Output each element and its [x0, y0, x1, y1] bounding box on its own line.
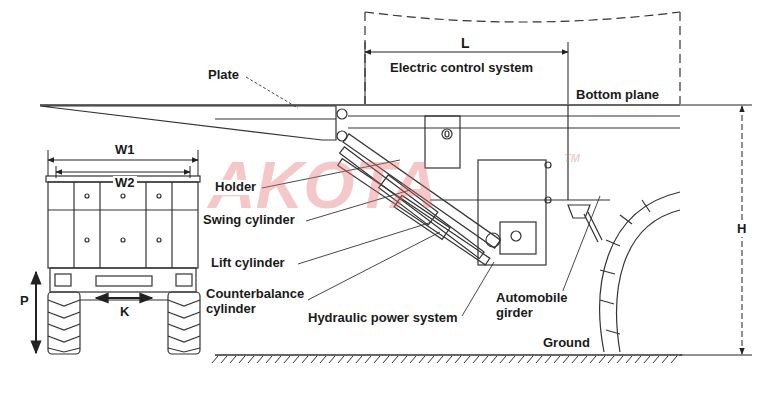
- truck-rear-view-part: [176, 274, 192, 286]
- truck-side-view-part: [348, 127, 680, 128]
- ground-line: [212, 355, 682, 363]
- part-name: Holder: [213, 180, 258, 195]
- truck-side-view-part: [478, 160, 546, 265]
- leader-lines-part: [246, 77, 298, 108]
- part-name: Hydraulic power system: [306, 311, 460, 326]
- truck-side-view: [40, 12, 680, 352]
- truck-side-view-part: [348, 115, 680, 116]
- truck-side-view-part: [337, 109, 347, 119]
- dimension-lines-part: [48, 150, 49, 176]
- truck-rear-view-part: [80, 299, 168, 300]
- dimension-lines-part: [568, 42, 569, 104]
- truck-side-view-part: [500, 222, 536, 254]
- part-name: Swing cylinder: [201, 213, 297, 228]
- dimension-label: W1: [113, 143, 137, 158]
- leader-lines-part: [298, 222, 432, 264]
- truck-rear-view-part: [48, 209, 198, 210]
- truck-rear-view-part: [55, 274, 71, 286]
- dimension-lines-part: [365, 52, 568, 53]
- leader-lines-part: [302, 232, 440, 303]
- truck-rear-view-part: [171, 182, 172, 268]
- truck-rear-view-part: [48, 292, 80, 354]
- dimension-label: H: [735, 222, 748, 237]
- dimension-label: K: [118, 305, 131, 320]
- truck-rear-view-part: [121, 194, 125, 198]
- truck-rear-view-part: [99, 182, 100, 268]
- truck-side-view-part: [365, 12, 680, 22]
- truck-rear-view-part: [73, 182, 74, 268]
- watermark-mark: TM: [562, 152, 582, 165]
- dimension-label: P: [18, 294, 31, 309]
- truck-side-view-part: [679, 12, 680, 104]
- truck-side-view-part: [600, 200, 650, 334]
- ground-line-part: [215, 354, 682, 356]
- truck-side-view-part: [442, 129, 452, 139]
- truck-rear-view-part: [145, 182, 146, 268]
- part-name: Electric control system: [388, 61, 535, 76]
- truck-side-view-part: [617, 210, 680, 352]
- leader-lines-part: [562, 196, 600, 293]
- dimension-lines-part: [48, 160, 198, 161]
- truck-side-view-part: [568, 205, 590, 218]
- dimension-lines-part: [198, 150, 199, 176]
- truck-rear-view: [46, 176, 200, 354]
- dimension-lines-part: [35, 272, 37, 353]
- dimension-lines-part: [680, 355, 752, 356]
- truck-side-view-part: [445, 131, 449, 137]
- dimension-label: W2: [113, 176, 137, 191]
- truck-side-view-part: [600, 192, 680, 352]
- dimension-label: L: [459, 35, 472, 51]
- truck-side-view-part: [430, 199, 610, 200]
- truck-rear-view-part: [121, 238, 125, 242]
- truck-side-view-part: [215, 118, 336, 119]
- dimension-lines-part: [680, 105, 752, 106]
- leader-lines-part: [462, 262, 494, 316]
- truck-rear-view-part: [168, 292, 200, 354]
- truck-side-view-part: [40, 106, 336, 140]
- dimension-lines: [36, 42, 752, 355]
- truck-rear-view-part: [168, 300, 200, 352]
- truck-rear-view-part: [48, 300, 80, 352]
- truck-side-view-part: [545, 162, 551, 168]
- part-name: Automobile girder: [494, 291, 570, 321]
- dimension-lines-part: [96, 297, 152, 299]
- truck-rear-view-part: [157, 194, 161, 198]
- part-name: Counterbalance cylinder: [204, 287, 308, 317]
- truck-rear-view-part: [157, 238, 161, 242]
- dimension-lines-part: [56, 172, 190, 173]
- truck-rear-view-part: [48, 182, 198, 268]
- truck-side-view-part: [584, 212, 602, 242]
- truck-side-view-part: [545, 197, 551, 203]
- truck-side-view-part: [364, 12, 365, 104]
- reference-name: Bottom plane: [574, 88, 661, 103]
- part-name: Plate: [206, 68, 241, 83]
- part-name: Lift cylinder: [209, 256, 287, 271]
- reference-name: Ground: [541, 336, 592, 351]
- truck-side-view-part: [511, 231, 521, 241]
- truck-rear-view-part: [85, 194, 89, 198]
- truck-rear-view-part: [85, 238, 89, 242]
- ground-line-part: [212, 356, 677, 363]
- truck-rear-view-part: [96, 276, 152, 286]
- truck-rear-view-part: [50, 268, 196, 292]
